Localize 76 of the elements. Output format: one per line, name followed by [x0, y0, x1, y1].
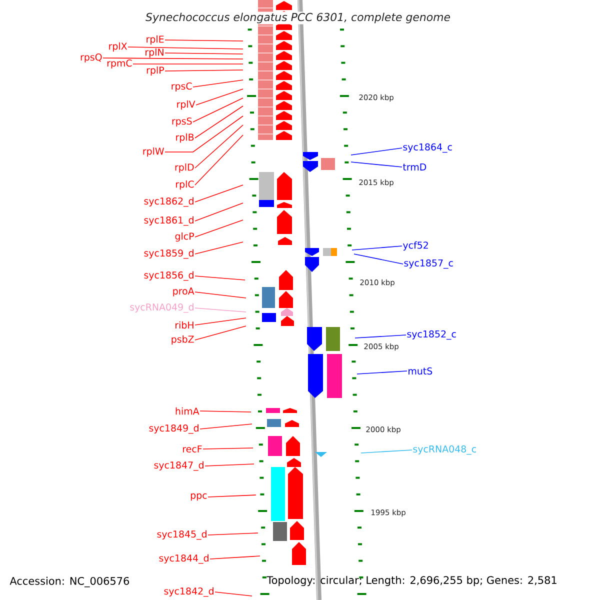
leader-line: [192, 98, 244, 122]
gene-label: rplV: [177, 100, 196, 110]
leader-line: [208, 494, 256, 498]
gene-label: syc1844_d: [159, 554, 208, 564]
leader-line: [196, 88, 244, 106]
gene-label: recF: [183, 445, 202, 453]
leader-line: [354, 254, 404, 264]
gene-label: sycRNA049_d: [130, 303, 194, 313]
title: Synechococcus elongatus PCC 6301, complete genome: [144, 12, 452, 24]
gene-label: rplE: [146, 35, 164, 45]
leader-line: [194, 318, 246, 326]
leader-line: [214, 592, 252, 596]
leader-line: [164, 40, 244, 42]
leader-line: [210, 556, 260, 560]
leader-line: [164, 116, 244, 152]
leader-line: [194, 308, 246, 312]
leader-line: [194, 276, 246, 280]
leader-line: [194, 184, 244, 202]
leader-line: [350, 162, 402, 168]
gene-label: syc1861_d: [144, 216, 194, 226]
leader-line: [194, 292, 246, 298]
leader-line: [350, 148, 402, 156]
gene-label: sycRNA048_c: [413, 445, 476, 455]
gene-label: syc1842_d: [164, 587, 214, 597]
leader-line: [352, 246, 402, 250]
gene-label: proA: [173, 288, 194, 296]
gene-label: glcP: [175, 232, 194, 242]
gene-label: syc1859_d: [144, 249, 194, 259]
gene-label: syc1864_c: [403, 143, 452, 153]
gene-label: syc1847_d: [154, 461, 204, 471]
gene-label: syc1856_d: [144, 271, 194, 281]
leader-line: [194, 124, 244, 168]
leader-line: [194, 134, 244, 186]
gene-label: rpsQ: [80, 54, 102, 62]
gene-label: rplC: [176, 180, 194, 190]
gene-label: syc1852_c: [407, 330, 456, 340]
gene-label: ycf52: [403, 241, 428, 251]
leader-line: [200, 410, 252, 412]
leader-line: [208, 532, 258, 536]
gene-label: psbZ: [172, 335, 194, 345]
leader-line: [194, 326, 246, 340]
gene-label: syc1849_d: [149, 424, 198, 434]
gene-label: rplN: [146, 48, 164, 58]
gene-label: rplD: [175, 163, 194, 173]
gene-label: syc1845_d: [157, 530, 206, 540]
gene-label: mutS: [408, 367, 432, 375]
leader-line: [202, 448, 254, 450]
gene-label: himA: [176, 407, 200, 415]
leader-line: [194, 106, 244, 138]
gene-label: trmD: [402, 164, 426, 170]
leader-line: [194, 242, 244, 254]
leader-line: [164, 70, 244, 72]
leader-line: [204, 464, 254, 466]
gene-label: ribH: [176, 321, 194, 329]
leader-line: [194, 202, 244, 222]
gene-label: syc1857_c: [404, 259, 453, 269]
leader-line: [192, 80, 244, 88]
leader-line: [194, 220, 244, 238]
gene-label: ppc: [190, 493, 207, 501]
gene-label: rpmC: [107, 60, 132, 68]
gene-label: rplX: [109, 42, 127, 52]
gene-label: rpsC: [172, 82, 192, 92]
leader-line: [356, 370, 408, 374]
gene-label: syc1862_d: [144, 197, 194, 207]
gene-label: rplB: [176, 133, 194, 143]
leader-line: [128, 46, 244, 50]
footer-text: Topology: circular; Length: 2,696,255 bp; Genes: 2,581: [266, 576, 556, 586]
footer-text: Accession: NC_006576: [10, 576, 130, 588]
gene-label: rplW: [143, 147, 164, 157]
gene-label: rplP: [146, 66, 164, 76]
leader-line: [354, 334, 406, 338]
leader-line: [360, 450, 412, 454]
leader-line: [200, 424, 252, 430]
leader-line: [102, 58, 244, 60]
gene-label: rpsS: [172, 118, 192, 126]
leader-line: [164, 52, 244, 54]
